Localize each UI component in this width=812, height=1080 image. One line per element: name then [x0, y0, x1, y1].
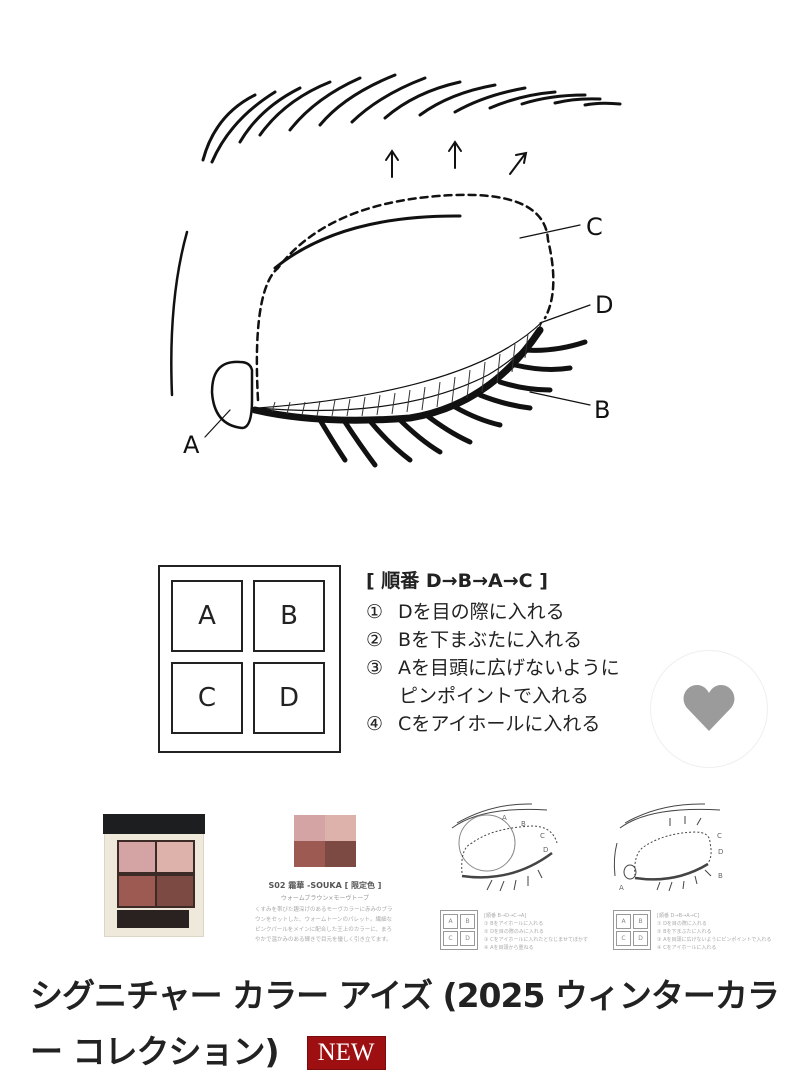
product-title-text: シグニチャー カラー アイズ (2025 ウィンターカラー コレクション) — [30, 976, 780, 1071]
favorite-button[interactable] — [650, 650, 768, 768]
svg-text:C: C — [540, 832, 545, 840]
step-3-continued: ピンポイントで入れる — [399, 685, 590, 707]
legend-cell-c: C — [171, 662, 243, 734]
mini-order-4: [順番 D→B→A→C] ① Dを目の際に入れる ② Bを下まぶたに入れる ③ … — [657, 913, 772, 951]
shade-name: S02 霜華 -SOUKA [ 限定色 ] — [268, 881, 382, 890]
thumbnail-shade-swatch[interactable] — [294, 815, 356, 867]
step-3: ③ Aを目頭に広げないように — [366, 657, 620, 679]
application-order: [ 順番 D→B→A→C ] ① Dを目の際に入れる ② Bを下まぶたに入れる … — [366, 566, 620, 738]
legend-cell-b: B — [253, 580, 325, 652]
label-b: B — [594, 396, 610, 424]
label-a: A — [183, 431, 200, 459]
shade-subtitle: ウォームブラウン×モーヴトープ — [280, 895, 370, 902]
step-4: ④ Cをアイホールに入れる — [366, 713, 601, 735]
pan-a — [117, 840, 157, 874]
svg-text:D: D — [718, 848, 723, 856]
svg-text:A: A — [619, 884, 624, 892]
pan-c — [117, 874, 157, 908]
order-title: [ 順番 D→B→A→C ] — [366, 570, 548, 592]
mini-eye-diagram-4: CD B A — [613, 803, 723, 892]
thumbnail-palette-product[interactable] — [103, 814, 205, 937]
legend-cell-d: D — [253, 662, 325, 734]
step-2: ② Bを下まぶたに入れる — [366, 629, 583, 651]
heart-icon — [683, 685, 735, 731]
applicator-brush — [117, 910, 189, 928]
label-d: D — [595, 291, 613, 319]
legend-cell-a: A — [171, 580, 243, 652]
svg-text:B: B — [718, 872, 723, 880]
step-1: ① Dを目の際に入れる — [366, 601, 565, 623]
pan-d — [155, 874, 195, 908]
svg-text:D: D — [543, 846, 548, 854]
eye-application-diagram: C D B A — [170, 73, 622, 468]
palette-lid — [103, 814, 205, 834]
mini-order-3: [順番 B→D→C→A] ① Bをアイホールに入れる ② Dを目の際のみに入れる… — [484, 913, 589, 951]
product-title: シグニチャー カラー アイズ (2025 ウィンターカラー コレクション)NEW — [30, 968, 800, 1080]
palette-legend: A B C D — [158, 565, 341, 753]
svg-text:A: A — [502, 814, 507, 822]
svg-text:C: C — [717, 832, 722, 840]
mini-eye-diagram-3: A B CD — [451, 803, 558, 892]
pan-b — [155, 840, 195, 874]
new-badge: NEW — [306, 1036, 386, 1070]
label-c: C — [586, 213, 603, 241]
shade-description: くすみを帯びた趣深げのあるモーヴカラーに赤みのブラウンをセットした、ウォームトー… — [255, 907, 393, 943]
svg-text:B: B — [521, 820, 526, 828]
